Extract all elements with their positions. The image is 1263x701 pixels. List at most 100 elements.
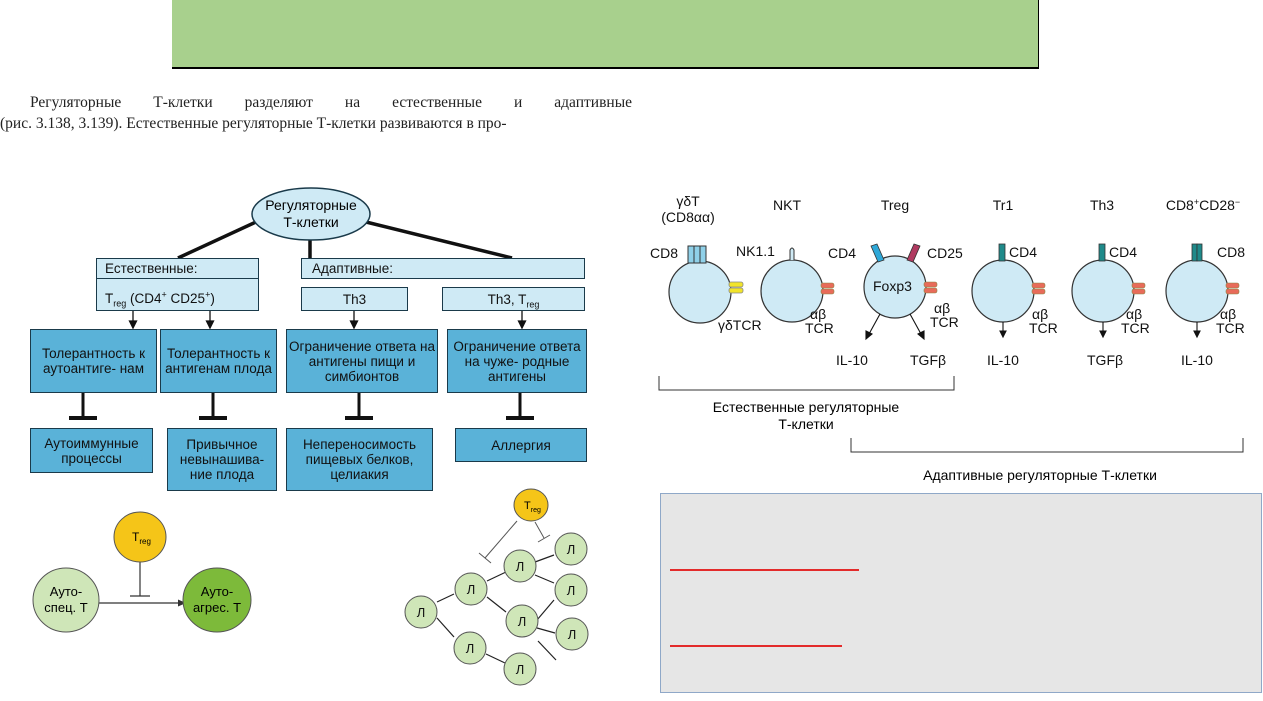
adaptive-bracket — [850, 438, 1244, 453]
function-label-3: Ограничение ответа на антигены пищи и си… — [289, 338, 435, 384]
label-cd4-tr1: CD4 — [1009, 244, 1037, 260]
natural-caption-2: Т-клетки — [778, 416, 833, 432]
secretion-tgfb-th3: TGFβ — [1087, 352, 1123, 368]
function-label-4: Ограничение ответа на чуже- родные антиг… — [453, 338, 581, 384]
intro-paragraph: Регуляторные Т-клетки разделяют на естес… — [0, 92, 632, 134]
l-label: Л — [567, 583, 576, 598]
natural-label-box: Естественные: — [96, 258, 259, 279]
header-th3: Th3 — [1090, 197, 1114, 213]
adaptive-th3-treg-label: Th3, Treg — [487, 292, 540, 310]
l-node — [505, 604, 539, 638]
label-cd25: CD25 — [927, 245, 963, 261]
auto-spec-node — [32, 567, 100, 633]
label-ab-tr1: αβ — [1032, 306, 1048, 322]
l-node — [555, 617, 589, 651]
cell-th3 — [1071, 259, 1135, 323]
network-treg-label: Treg — [524, 500, 541, 514]
adaptive-th3-label: Th3 — [342, 292, 367, 307]
label-foxp3: Foxp3 — [873, 278, 912, 294]
l-node — [404, 595, 438, 629]
arrowhead-treg-tgfb — [917, 330, 925, 341]
header-cd8aa: (CD8αα) — [661, 209, 715, 225]
root-label-2: Т-клетки — [283, 214, 338, 230]
cell-tr1 — [971, 259, 1035, 323]
arrowhead-func-3 — [349, 320, 359, 330]
header-nkt: NKT — [773, 197, 801, 213]
adaptive-label: Адаптивные: — [312, 261, 394, 276]
label-nk11: NK1.1 — [736, 243, 775, 259]
adaptive-label-box: Адаптивные: — [301, 258, 585, 279]
auto-agr-label-2: агрес. Т — [193, 600, 241, 615]
header-gdt: γδT — [676, 193, 700, 209]
l-node — [554, 573, 588, 607]
l-label: Л — [417, 605, 426, 620]
natural-caption-1: Естественные регуляторные — [713, 399, 900, 415]
l-label: Л — [568, 627, 577, 642]
net-edge — [436, 593, 455, 603]
arrow-treg-il10 — [868, 313, 881, 335]
secretion-il10-treg: IL-10 — [836, 352, 868, 368]
intro-line-2: (рис. 3.138, 3.139). Естественные регуля… — [0, 115, 507, 132]
outcome-label-4: Аллергия — [491, 437, 551, 453]
auto-agr-node — [182, 567, 252, 633]
connector-root-natural — [177, 219, 259, 260]
treg-node — [113, 511, 167, 563]
auto-spec-label-2: спец. Т — [44, 600, 87, 615]
net-edge — [486, 596, 507, 613]
function-label-1: Толерантность к аутоантиге- нам — [41, 346, 146, 376]
header-tr1: Tr1 — [993, 197, 1014, 213]
l-label: Л — [466, 641, 475, 656]
l-node — [554, 532, 588, 566]
arrowhead-th3 — [1099, 330, 1107, 339]
function-box-3: Ограничение ответа на антигены пищи и си… — [286, 329, 438, 393]
l-label: Л — [516, 559, 525, 574]
net-edge — [534, 574, 555, 584]
adaptive-caption: Адаптивные регуляторные Т-клетки — [923, 467, 1157, 483]
l-label: Л — [516, 662, 525, 677]
treg-cd25-receptor — [906, 243, 921, 263]
right-diagram: γδT (CD8αα) NKT Treg Tr1 Th3 CD8+CD28− — [650, 193, 1245, 483]
l-label: Л — [467, 582, 476, 597]
label-tcr-th3: TCR — [1121, 320, 1150, 336]
outcome-box-4: Аллергия — [455, 428, 587, 462]
adaptive-th3-treg-box: Th3, Treg — [442, 287, 585, 311]
label-tcr-treg: TCR — [930, 314, 959, 330]
net-edge — [485, 653, 506, 664]
net-edge — [537, 640, 557, 661]
title-banner — [172, 0, 1039, 69]
label-ab-th3: αβ — [1126, 306, 1142, 322]
network-l-nodes — [404, 532, 589, 686]
secretion-tgfb-treg: TGFβ — [910, 352, 946, 368]
arrowhead-func-2 — [205, 320, 215, 330]
gd-tcr-receptor — [728, 281, 744, 294]
root-label-1: Регуляторные — [265, 197, 357, 213]
secretion-il10-cd8: IL-10 — [1181, 352, 1213, 368]
natural-treg-label: Treg (CD4+ CD25+) — [105, 289, 215, 309]
l-label: Л — [518, 614, 527, 629]
label-tcr-tr1: TCR — [1029, 320, 1058, 336]
label-ab-cd8: αβ — [1220, 306, 1236, 322]
l-node — [453, 631, 487, 665]
l-node — [503, 549, 537, 583]
l-node — [454, 572, 488, 606]
function-label-2: Толерантность к антигенам плода — [165, 346, 272, 376]
outcome-label-2: Привычное невынашива- ние плода — [179, 437, 265, 482]
left-diagram-connectors: Treg Ауто- спец. Т Ауто- агрес. Т Treg — [32, 219, 589, 686]
label-gd-tcr: γδTCR — [718, 317, 762, 333]
label-ab-treg: αβ — [934, 300, 950, 316]
cell-gdt — [668, 260, 732, 324]
arrowhead-treg-il10 — [865, 330, 873, 341]
red-underline-1 — [670, 569, 859, 571]
connector-root-adaptive — [361, 219, 513, 260]
natural-bracket — [658, 376, 955, 391]
auto-arrowhead — [178, 599, 186, 607]
header-cd8cd28: CD8+CD28− — [1166, 197, 1240, 213]
ab-tcr-receptors — [820, 281, 1240, 295]
label-cd8-right: CD8 — [1217, 244, 1245, 260]
label-tcr-nkt: TCR — [805, 320, 834, 336]
l-label: Л — [567, 542, 576, 557]
label-tcr-cd8: TCR — [1216, 320, 1245, 336]
arrowhead-func-4 — [517, 320, 527, 330]
cd8-receptor — [687, 245, 707, 264]
